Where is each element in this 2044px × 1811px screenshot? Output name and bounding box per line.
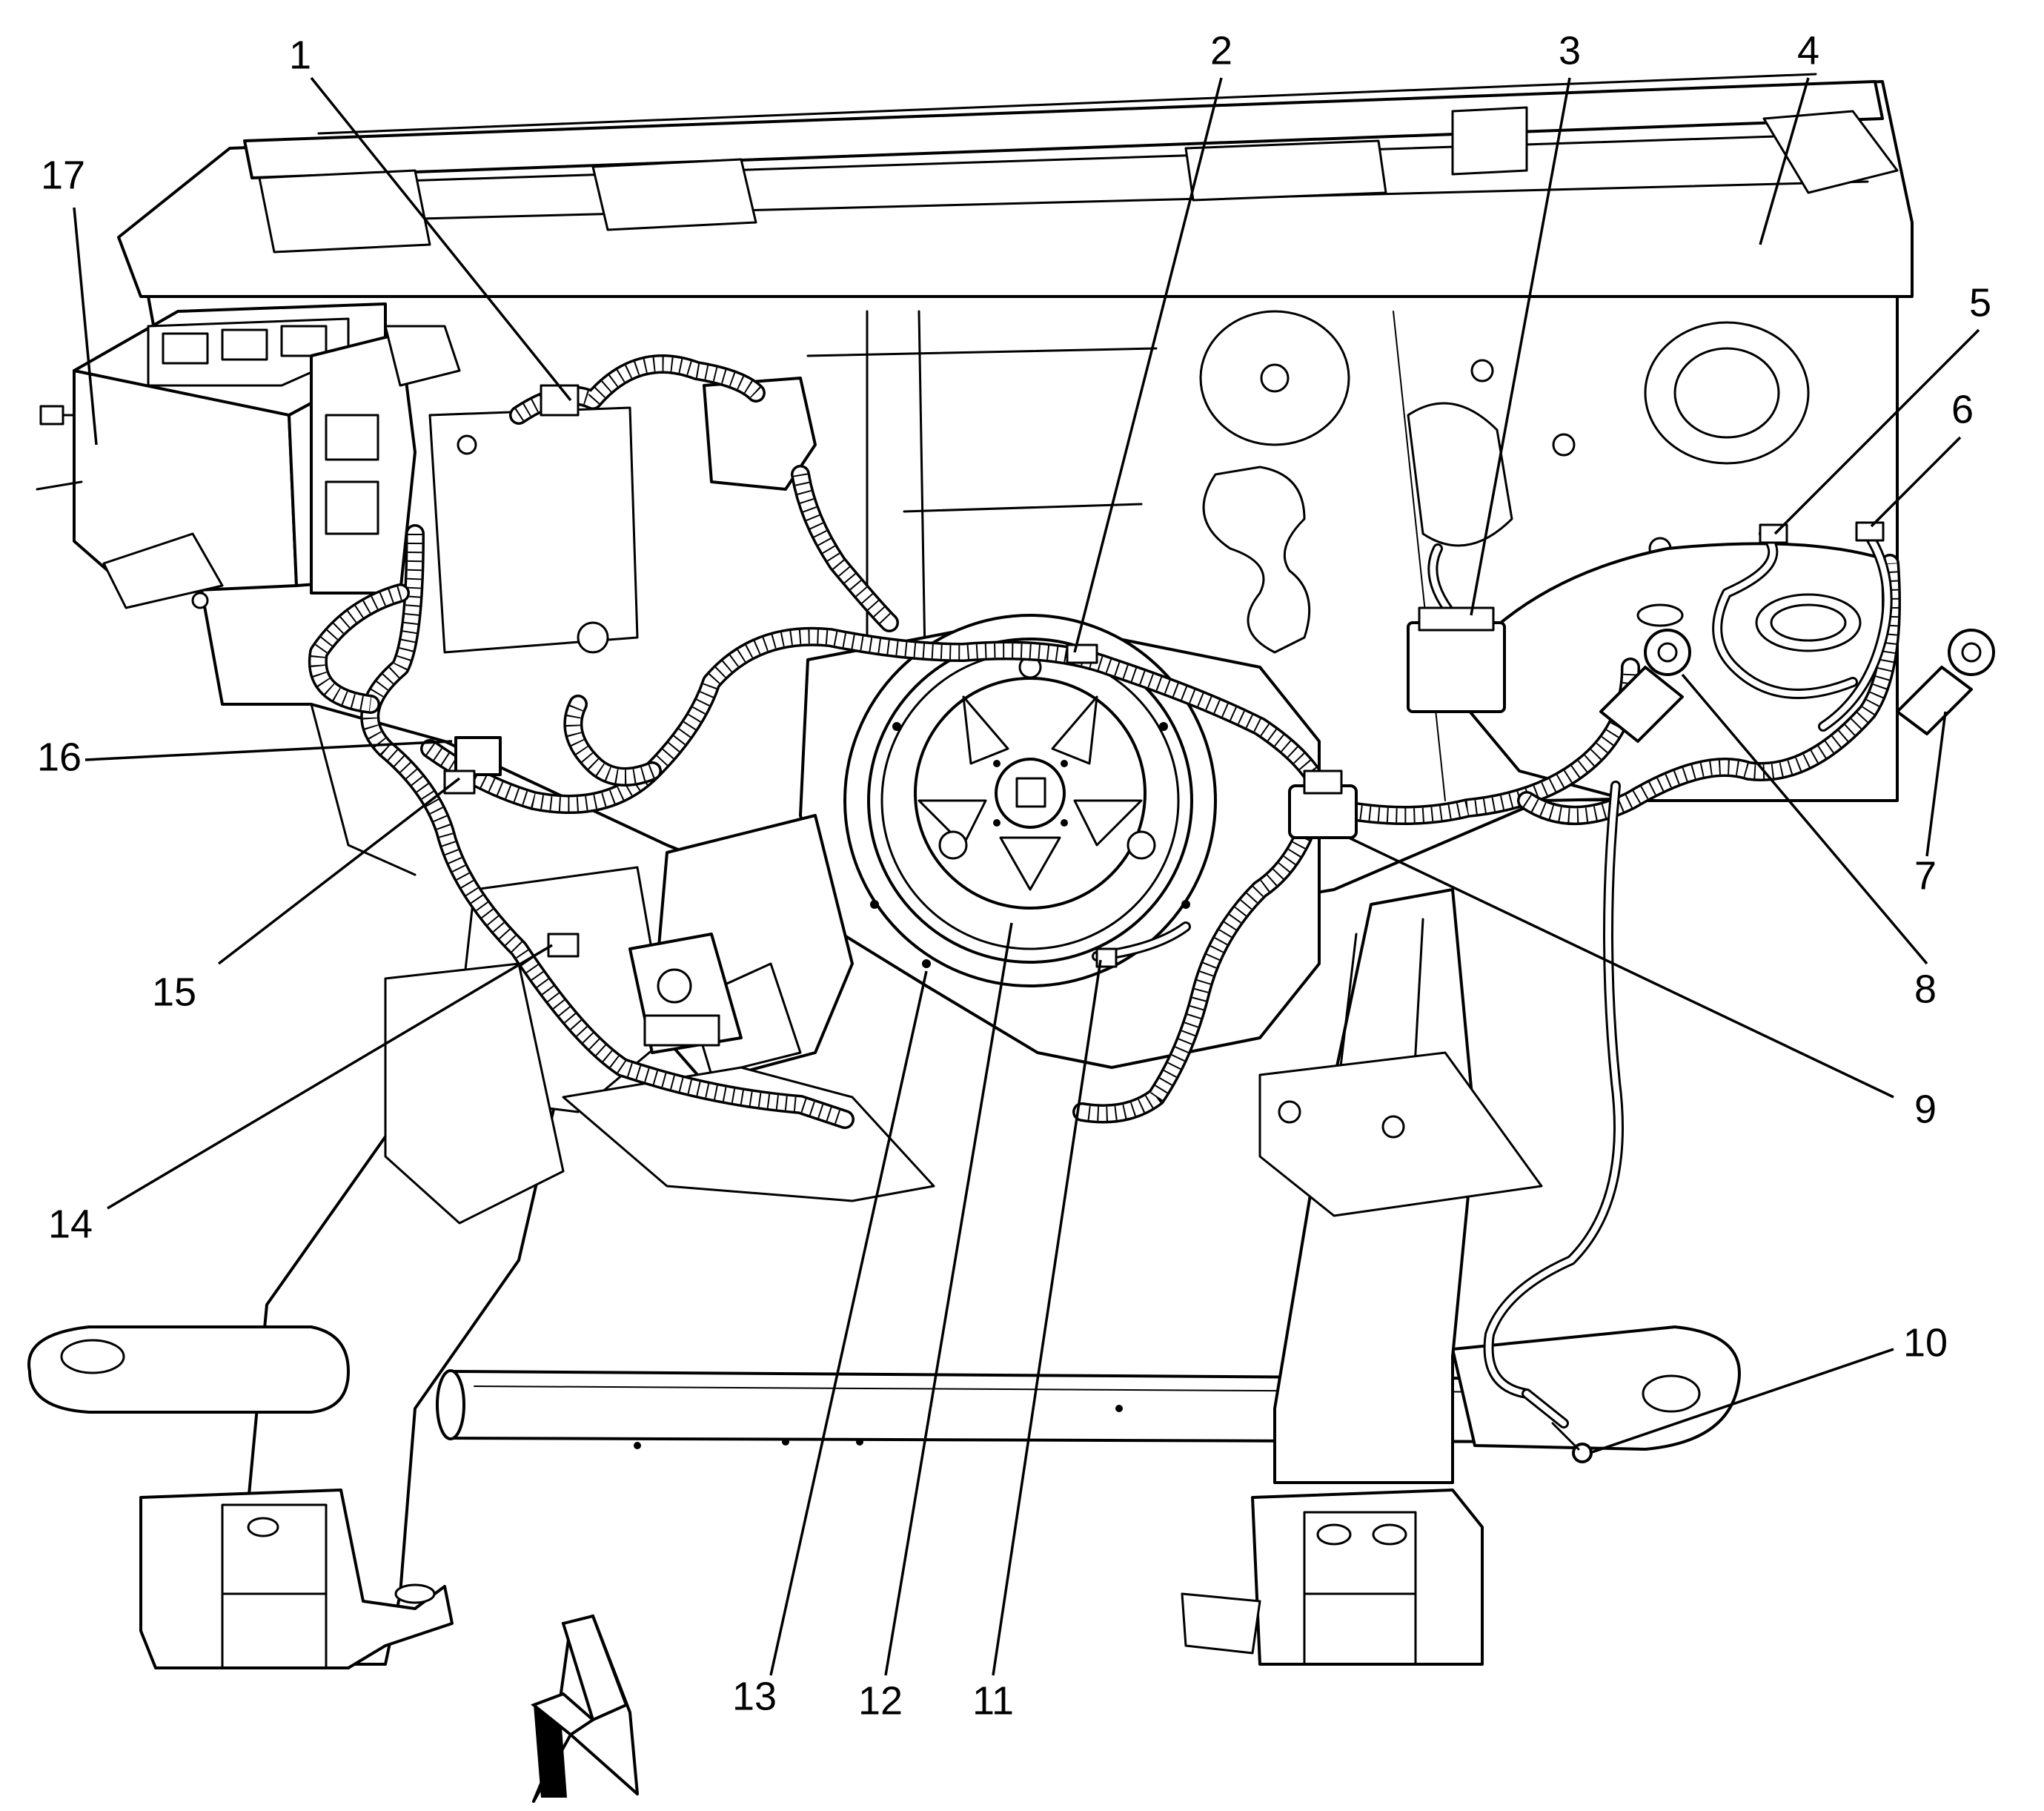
callout-9: 9 <box>1914 1087 1937 1131</box>
leader-6 <box>1870 436 1962 528</box>
leader-5 <box>1773 328 1980 535</box>
underhood-fuse-block <box>36 302 417 609</box>
callout-15: 15 <box>152 970 196 1014</box>
callout-11: 11 <box>972 1678 1014 1723</box>
leader-12 <box>884 922 1013 1676</box>
leader-13 <box>769 970 928 1676</box>
leader-11 <box>992 959 1102 1676</box>
forward-arrow-icon <box>531 1614 639 1803</box>
callout-2: 2 <box>1210 28 1232 73</box>
leader-8 <box>1681 673 1928 965</box>
leader-9 <box>1348 836 1894 1099</box>
leader-1 <box>310 76 572 402</box>
leader-14 <box>107 944 553 1210</box>
callout-17: 17 <box>41 153 85 197</box>
callout-13: 13 <box>732 1674 777 1718</box>
leader-7 <box>1925 711 1947 857</box>
leader-10 <box>1589 1348 1894 1454</box>
callout-1: 1 <box>289 33 311 77</box>
callout-5: 5 <box>1969 280 1991 325</box>
front-frame-crossmember <box>27 888 1741 1669</box>
cowl-panel <box>117 73 1914 298</box>
leader-lines <box>73 76 1980 1676</box>
callout-7: 7 <box>1914 853 1937 898</box>
leader-17 <box>73 207 98 446</box>
flywheel <box>843 614 1217 987</box>
leader-3 <box>1470 77 1571 616</box>
callout-8: 8 <box>1914 967 1937 1011</box>
callout-10: 10 <box>1903 1320 1948 1365</box>
harness-bracket <box>384 325 817 491</box>
leader-4 <box>1759 77 1810 245</box>
callout-3: 3 <box>1559 28 1581 73</box>
leader-2 <box>1073 77 1223 653</box>
callout-16: 16 <box>37 735 82 779</box>
callout-4: 4 <box>1797 28 1819 73</box>
leader-16 <box>84 740 453 761</box>
harness-connectors <box>443 384 1995 1463</box>
callout-labels: 1 2 3 4 5 6 7 8 9 10 11 12 13 14 15 16 1… <box>37 28 1991 1723</box>
leader-15 <box>217 777 461 965</box>
callout-14: 14 <box>48 1202 93 1246</box>
callout-12: 12 <box>858 1678 903 1723</box>
callout-6: 6 <box>1951 387 1974 431</box>
